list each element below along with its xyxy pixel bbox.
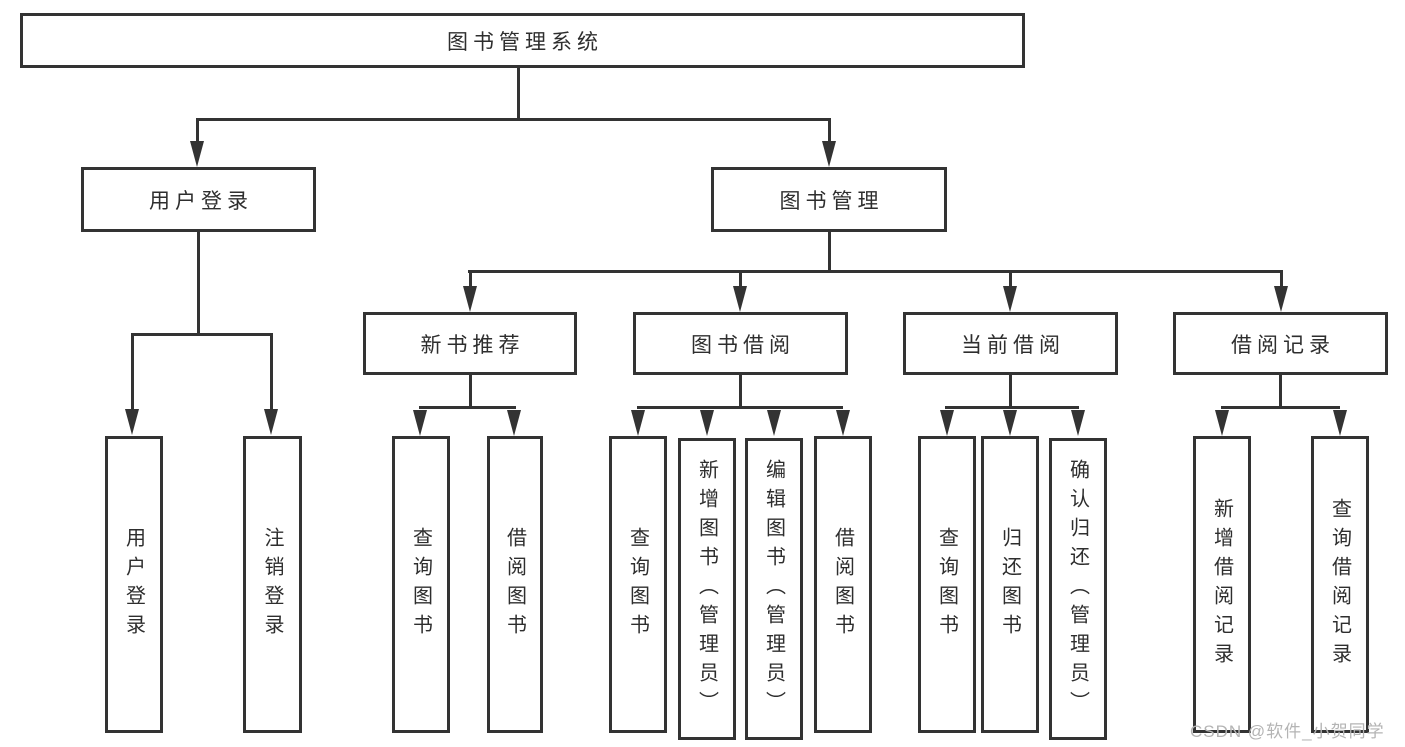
leaf-search-book-2: 查询图书 — [609, 436, 667, 733]
leaf-return-book-label: 归还图书 — [998, 526, 1021, 643]
leaf-search-borrow-record-label: 查询借阅记录 — [1328, 497, 1351, 672]
csdn-watermark: CSDN @软件_小贺同学 — [1190, 722, 1385, 741]
leaf-borrow-book-1-label: 借阅图书 — [503, 526, 526, 643]
arrow-down-icon — [1071, 410, 1085, 436]
connector-line — [637, 406, 843, 409]
connector-line — [739, 270, 742, 288]
connector-line — [945, 406, 1079, 409]
connector-line — [828, 118, 831, 144]
connector-line — [468, 270, 1282, 273]
arrow-down-icon — [1274, 286, 1288, 312]
connector-line — [419, 406, 516, 409]
node-current-borrow-label: 当前借阅 — [961, 333, 1065, 357]
node-book-manage: 图书管理 — [711, 167, 947, 232]
arrow-down-icon — [125, 409, 139, 435]
arrow-down-icon — [264, 409, 278, 435]
leaf-edit-book-admin-label: 编辑图书（管理员） — [762, 458, 785, 720]
leaf-add-borrow-record: 新增借阅记录 — [1193, 436, 1251, 733]
node-borrow-record: 借阅记录 — [1173, 312, 1388, 375]
leaf-borrow-book-1: 借阅图书 — [487, 436, 543, 733]
connector-line — [131, 333, 134, 411]
connector-line — [469, 375, 472, 408]
node-current-borrow: 当前借阅 — [903, 312, 1118, 375]
arrow-down-icon — [1333, 410, 1347, 436]
connector-line — [196, 118, 199, 144]
connector-line — [197, 118, 831, 121]
node-root-label: 图书管理系统 — [447, 30, 603, 54]
connector-line — [197, 232, 200, 335]
leaf-edit-book-admin: 编辑图书（管理员） — [745, 438, 803, 740]
node-book-manage-label: 图书管理 — [779, 189, 884, 213]
leaf-add-book-admin: 新增图书（管理员） — [678, 438, 736, 740]
node-book-borrow-label: 图书借阅 — [691, 333, 795, 357]
arrow-down-icon — [822, 141, 836, 167]
arrow-down-icon — [1215, 410, 1229, 436]
leaf-search-book-3: 查询图书 — [918, 436, 976, 733]
connector-line — [517, 68, 520, 120]
node-user-login: 用户登录 — [81, 167, 316, 232]
arrow-down-icon — [413, 410, 427, 436]
connector-line — [270, 333, 273, 411]
leaf-search-book-1: 查询图书 — [392, 436, 450, 733]
leaf-add-borrow-record-label: 新增借阅记录 — [1210, 497, 1233, 672]
connector-line — [1280, 270, 1283, 288]
node-user-login-label: 用户登录 — [149, 189, 253, 213]
leaf-search-book-3-label: 查询图书 — [935, 526, 958, 643]
connector-line — [469, 270, 472, 288]
connector-line — [1221, 406, 1340, 409]
connector-line — [131, 333, 273, 336]
leaf-add-book-admin-label: 新增图书（管理员） — [695, 458, 718, 720]
arrow-down-icon — [190, 141, 204, 167]
arrow-down-icon — [1003, 286, 1017, 312]
arrow-down-icon — [700, 410, 714, 436]
arrow-down-icon — [507, 410, 521, 436]
arrow-down-icon — [836, 410, 850, 436]
arrow-down-icon — [463, 286, 477, 312]
leaf-logout-label: 注销登录 — [261, 526, 283, 643]
arrow-down-icon — [733, 286, 747, 312]
leaf-confirm-return-admin: 确认归还（管理员） — [1049, 438, 1107, 740]
leaf-borrow-book-2: 借阅图书 — [814, 436, 872, 733]
leaf-logout: 注销登录 — [243, 436, 302, 733]
connector-line — [739, 375, 742, 408]
leaf-user-login: 用户登录 — [105, 436, 163, 733]
leaf-user-login-label: 用户登录 — [122, 526, 145, 643]
node-borrow-record-label: 借阅记录 — [1231, 333, 1335, 357]
arrow-down-icon — [767, 410, 781, 436]
leaf-borrow-book-2-label: 借阅图书 — [831, 526, 854, 643]
node-book-borrow: 图书借阅 — [633, 312, 848, 375]
leaf-confirm-return-admin-label: 确认归还（管理员） — [1066, 458, 1089, 720]
arrow-down-icon — [1003, 410, 1017, 436]
leaf-search-borrow-record: 查询借阅记录 — [1311, 436, 1369, 733]
connector-line — [828, 232, 831, 272]
connector-line — [1009, 375, 1012, 408]
node-new-book-recommend: 新书推荐 — [363, 312, 577, 375]
arrow-down-icon — [940, 410, 954, 436]
arrow-down-icon — [631, 410, 645, 436]
node-root-system: 图书管理系统 — [20, 13, 1025, 68]
leaf-return-book: 归还图书 — [981, 436, 1039, 733]
leaf-search-book-1-label: 查询图书 — [409, 526, 432, 643]
connector-line — [1279, 375, 1282, 408]
connector-line — [1009, 270, 1012, 288]
node-new-book-recommend-label: 新书推荐 — [420, 333, 525, 357]
leaf-search-book-2-label: 查询图书 — [626, 526, 649, 643]
